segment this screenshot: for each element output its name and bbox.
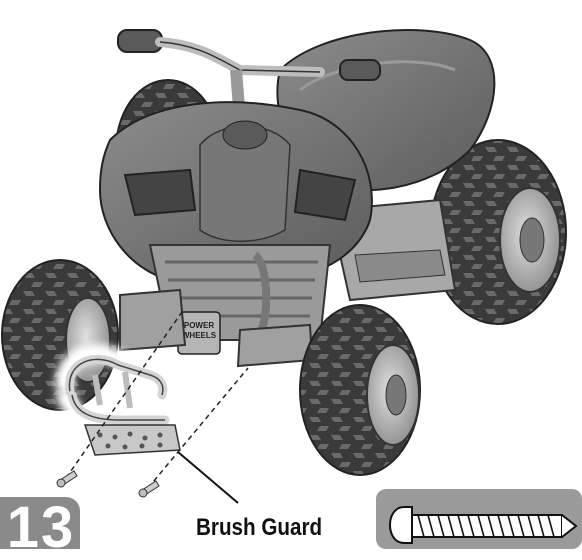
front-mount [119, 288, 314, 368]
front-right-tire [299, 304, 421, 476]
screw-icon [388, 506, 578, 544]
rear-right-tire [429, 139, 567, 325]
screw-left [56, 470, 78, 488]
front-grille: POWER WHEELS [148, 244, 332, 355]
alignment-lines [65, 311, 249, 489]
handlebars [117, 29, 381, 121]
part-label: Brush Guard [196, 514, 323, 541]
screw-callout [376, 489, 582, 549]
emblem-text: POWER [184, 321, 214, 330]
emblem-text: WHEELS [182, 331, 217, 340]
brush-guard [54, 344, 184, 456]
leader-line [177, 451, 239, 504]
front-body [98, 101, 373, 282]
screw-right [138, 480, 160, 498]
step-badge [0, 497, 80, 549]
step-number: 13 [6, 495, 76, 560]
